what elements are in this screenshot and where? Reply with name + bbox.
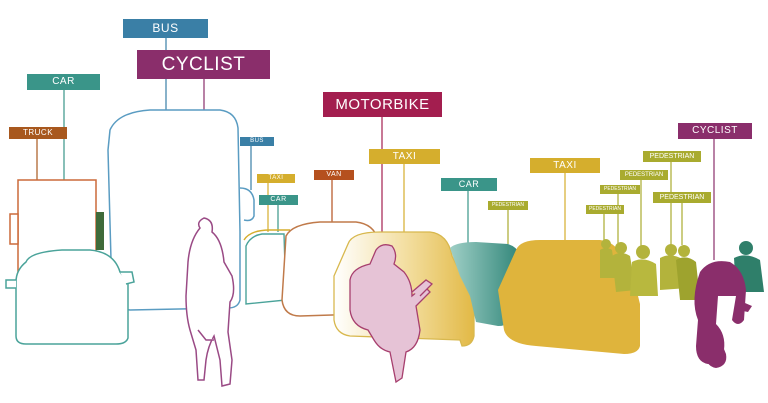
pedestrian-5-label: PEDESTRIAN <box>643 151 701 162</box>
motorbike-label: MOTORBIKE <box>323 92 442 117</box>
cyclist-right-label: CYCLIST <box>678 123 752 139</box>
taxi-mid-label: TAXI <box>369 149 440 164</box>
pedestrian-4-label: PEDESTRIAN <box>620 170 668 180</box>
car-small-shape <box>245 233 287 305</box>
cyclist-left-shape <box>185 217 235 387</box>
pedestrian-2-label: PEDESTRIAN <box>586 205 624 214</box>
bus-top-label: BUS <box>123 19 208 38</box>
motorbike-shape <box>349 244 434 384</box>
car-mid-label: CAR <box>441 178 497 191</box>
car-left-label: CAR <box>27 74 100 90</box>
taxi-small-label: TAXI <box>257 174 295 183</box>
taxi-right-label: TAXI <box>530 158 600 173</box>
pedestrian-3-label: PEDESTRIAN <box>600 185 640 194</box>
bus-small-label: BUS <box>240 137 274 146</box>
pedestrian-1-label: PEDESTRIAN <box>488 201 528 210</box>
car-left-shape <box>5 249 135 345</box>
cyclist-large-label: CYCLIST <box>137 50 270 79</box>
taxi-small-shape <box>243 229 290 241</box>
pedestrian-6-label: PEDESTRIAN <box>653 192 711 203</box>
car-small-label: CAR <box>259 195 298 205</box>
pedestrian-group <box>600 239 700 300</box>
truck-label: TRUCK <box>9 127 67 139</box>
van-label: VAN <box>314 170 354 180</box>
cyclist-right-shape <box>694 261 752 368</box>
